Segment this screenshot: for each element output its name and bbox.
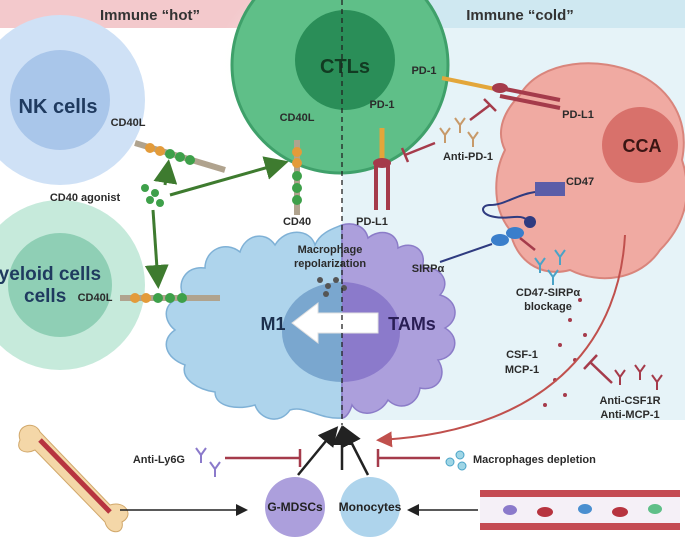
blood-vessel-icon: [480, 490, 680, 530]
csf1-mcp1-dots: [543, 298, 587, 407]
cca-label: CCA: [623, 136, 662, 156]
pdl1-tam-label: PD-L1: [356, 216, 388, 228]
pd1-mid-label: PD-1: [369, 99, 394, 111]
csf1-label: CSF-1: [506, 349, 538, 361]
monocyte-cell: [340, 477, 400, 537]
cd47-label: CD47: [566, 176, 594, 188]
bone-marrow-icon: [18, 424, 129, 533]
nk-cell-nucleus: [10, 50, 110, 150]
cd40l-receptor-nk: [134, 140, 226, 173]
repolarization-arrow: [291, 301, 379, 345]
pd1-top-label: PD-1: [411, 65, 436, 77]
cd47-sirpa-complex: [439, 182, 565, 263]
anti-pd1-antibodies: [439, 117, 479, 147]
mac-depletion-label: Macrophages depletion: [473, 454, 596, 466]
cd40-agonist-label: CD40 agonist: [50, 192, 121, 204]
agonist-arrow-ctl: [169, 156, 289, 197]
gmdsc-label: G-MDSCs: [267, 500, 323, 514]
cca-nucleus: [602, 107, 678, 183]
gmdsc-cell: [265, 477, 325, 537]
anti-pd1-inhibit-top: [469, 104, 491, 121]
cd47-blockade-label-1: CD47-SIRPα: [516, 287, 580, 299]
myeloid-cell-nucleus: [8, 233, 112, 337]
cd40-agonist-molecules: [141, 184, 164, 207]
pd1-pdl1-ctl-cca: [441, 76, 561, 110]
gmdsc-arrow: [297, 426, 339, 476]
m1-macrophage: [165, 223, 343, 420]
anti-csf1r-label: Anti-CSF1R: [599, 395, 660, 407]
hot-header-label: Immune “hot”: [100, 7, 200, 24]
cd47-blockade-antibodies: [534, 249, 566, 285]
cd40l-myeloid-label: CD40L: [78, 292, 113, 304]
cd47-blockade-label-2: blockage: [524, 301, 572, 313]
anti-ly6g-antibodies: [195, 447, 221, 477]
anti-pd1-label: Anti-PD-1: [443, 151, 493, 163]
liposome-icon: [445, 450, 467, 471]
cd40l-nk-label: CD40L: [111, 117, 146, 129]
sirpa-label: SIRPα: [412, 263, 445, 275]
cd40l-receptor-myeloid: [120, 293, 220, 303]
repolarization-label-1: Macrophage: [298, 244, 363, 256]
tams-label: TAMs: [388, 314, 436, 334]
anti-csf1r-inhibit: [589, 361, 613, 384]
pd1-pdl1-ctl-tam: [373, 128, 391, 210]
monocytes-label: Monocytes: [339, 500, 402, 514]
anti-ly6g-label: Anti-Ly6G: [133, 454, 185, 466]
ctl-label: CTLs: [320, 56, 370, 78]
cd40l-ctl-label: CD40L: [280, 112, 315, 124]
cd47-inhibit: [519, 237, 536, 251]
cca-recruit-arrow: [376, 234, 626, 448]
pdl1-cca-label: PD-L1: [562, 109, 594, 121]
anti-csf1r-antibodies: [614, 364, 663, 390]
m1-label: M1: [260, 314, 285, 334]
myeloid-label: Myeloid cells: [0, 264, 101, 285]
cd40-label: CD40: [283, 216, 311, 228]
agonist-arrow-nk: [153, 159, 178, 186]
cold-header-label: Immune “cold”: [466, 7, 574, 24]
repolarization-label-2: repolarization: [294, 258, 366, 270]
myeloid-label-2: cells: [24, 286, 66, 307]
ctl-nucleus: [295, 10, 395, 110]
cd40l-receptor-ctl: [292, 140, 302, 215]
nk-cell-label: NK cells: [19, 96, 98, 118]
agonist-arrow-myeloid: [144, 209, 169, 289]
anti-mcp1-label: Anti-MCP-1: [600, 409, 659, 421]
anti-pd1-inhibit-mid: [404, 141, 436, 157]
mcp1-label: MCP-1: [505, 364, 539, 376]
